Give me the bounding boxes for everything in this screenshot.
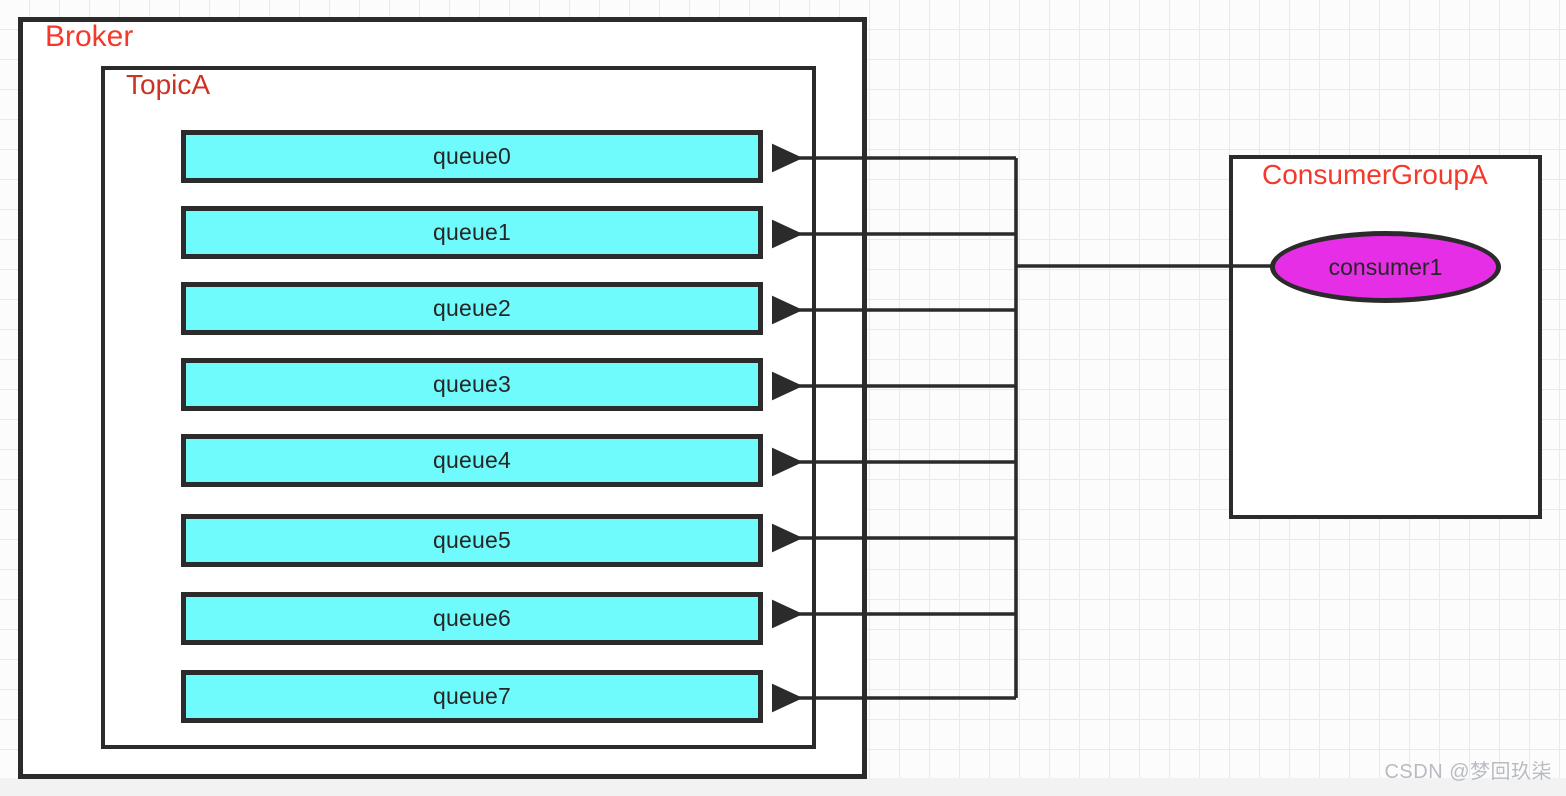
broker-label: Broker [45, 20, 134, 53]
queue-label-4: queue4 [433, 447, 511, 473]
consumer-node[interactable]: consumer1 [1270, 231, 1501, 303]
queue-box-4[interactable]: queue4 [181, 434, 763, 487]
queue-box-5[interactable]: queue5 [181, 514, 763, 567]
queue-label-0: queue0 [433, 143, 511, 169]
queue-box-3[interactable]: queue3 [181, 358, 763, 411]
consumer-node-label: consumer1 [1328, 253, 1443, 280]
queue-label-5: queue5 [433, 527, 511, 553]
queue-label-7: queue7 [433, 683, 511, 709]
consumer-group-label: ConsumerGroupA [1262, 159, 1488, 190]
queue-box-1[interactable]: queue1 [181, 206, 763, 259]
queue-box-2[interactable]: queue2 [181, 282, 763, 335]
bottom-strip [0, 778, 1566, 796]
queue-box-6[interactable]: queue6 [181, 592, 763, 645]
queue-label-3: queue3 [433, 371, 511, 397]
watermark: CSDN @梦回玖柒 [1384, 761, 1552, 783]
consumer-group-container [1229, 155, 1542, 519]
queue-label-2: queue2 [433, 295, 511, 321]
queue-label-6: queue6 [433, 605, 511, 631]
queue-box-7[interactable]: queue7 [181, 670, 763, 723]
queue-box-0[interactable]: queue0 [181, 130, 763, 183]
queue-label-1: queue1 [433, 219, 511, 245]
topic-label: TopicA [126, 69, 211, 100]
